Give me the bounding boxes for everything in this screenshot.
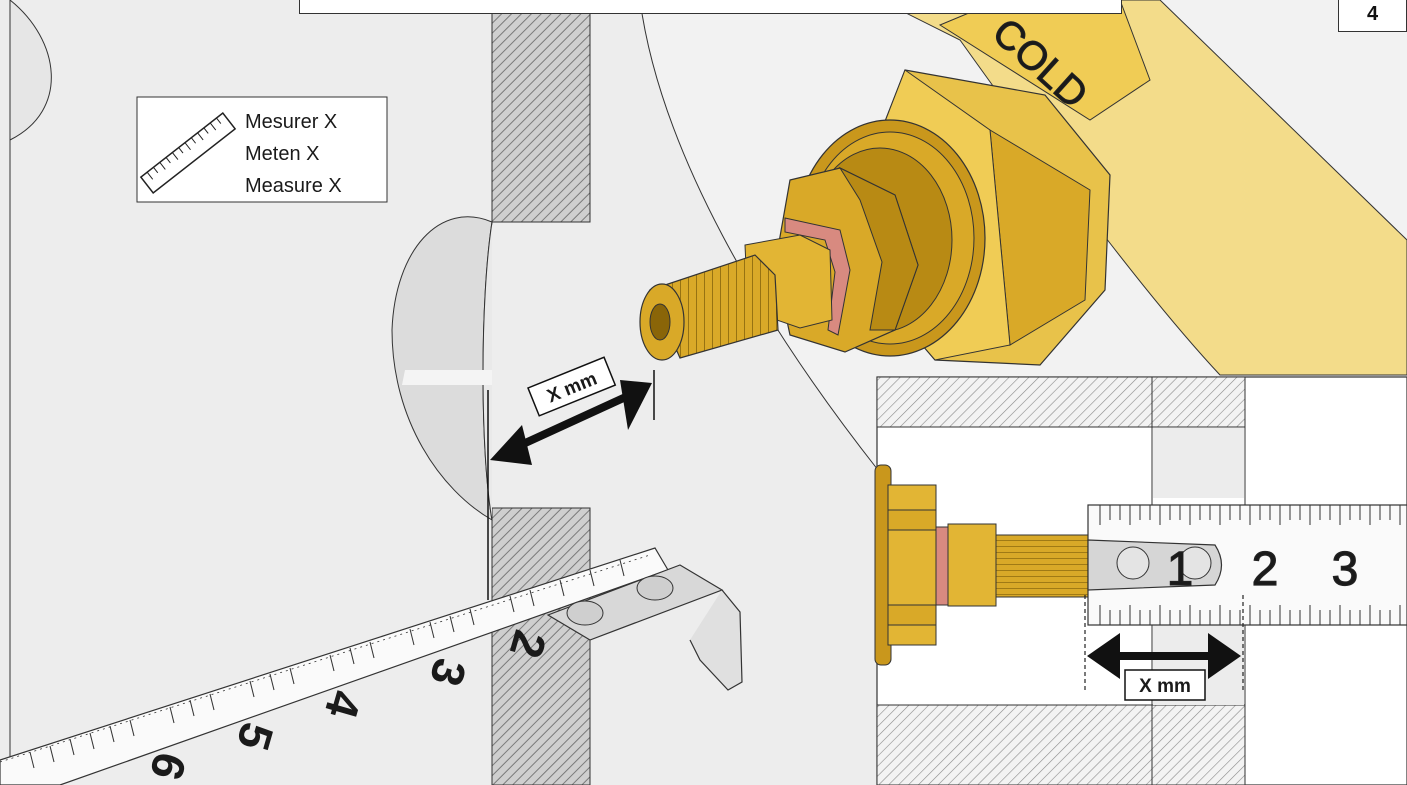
tape-measure-icon <box>139 112 237 194</box>
valve-body <box>639 0 1407 376</box>
detail-panel: 1 2 3 X mm <box>874 376 1407 785</box>
dimension-arrow-main: X mm <box>487 356 655 600</box>
wall-section-upper <box>491 0 591 223</box>
tape-detail-number-2: 2 <box>1252 543 1279 596</box>
legend-line-nl: Meten X <box>245 143 319 165</box>
detail-spindle <box>995 534 1089 598</box>
wall-section-lower <box>491 507 591 785</box>
page-number: 4 <box>1338 0 1407 32</box>
dimension-label-detail: X mm <box>1139 676 1191 697</box>
legend-line-fr: Mesurer X <box>245 111 337 133</box>
tape-detail-number-3: 3 <box>1332 543 1359 596</box>
legend-line-en: Measure X <box>245 175 342 197</box>
top-caption-frame <box>299 0 1122 14</box>
tape-detail-number-1: 1 <box>1167 543 1194 596</box>
measure-instruction-box: Mesurer X Meten X Measure X <box>136 96 388 203</box>
